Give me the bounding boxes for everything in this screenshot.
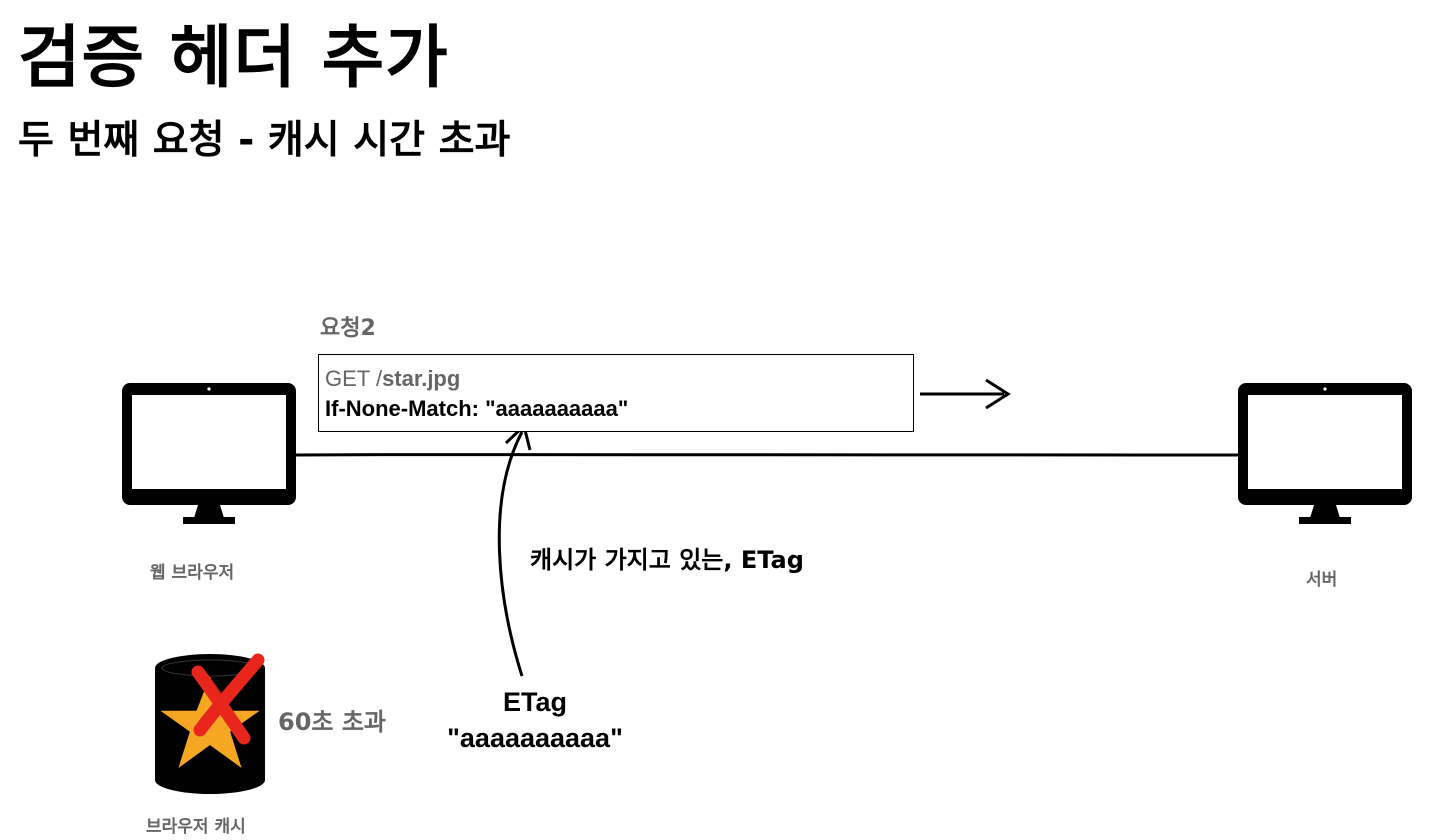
etag-block: ETag "aaaaaaaaaa" [420, 684, 650, 756]
server-label: 서버 [1306, 570, 1338, 590]
etag-name: ETag [502, 687, 567, 717]
etag-curve-arrow-icon [497, 423, 532, 677]
request-path: star.jpg [382, 366, 461, 391]
request-line: GET /star.jpg [325, 364, 913, 394]
request-method: GET / [325, 366, 383, 391]
cache-label: 브라우저 캐시 [146, 817, 246, 837]
request-label: 요청2 [320, 316, 376, 341]
expired-x-icon [191, 653, 265, 745]
page-subtitle: 두 번째 요청 - 캐시 시간 초과 [18, 118, 511, 163]
cache-expired-status: 60초 초과 [278, 708, 386, 736]
request-arrow-icon [920, 378, 1011, 410]
request-message-box: GET /star.jpg If-None-Match: "aaaaaaaaaa… [318, 354, 914, 432]
browser-label: 웹 브라우저 [150, 563, 235, 583]
etag-value: "aaaaaaaaaa" [447, 723, 623, 753]
server-monitor-icon [1238, 383, 1412, 524]
connection-line [295, 452, 1239, 458]
page-title: 검증 헤더 추가 [18, 19, 449, 98]
cache-etag-note: 캐시가 가지고 있는, ETag [530, 546, 804, 574]
request-header-line: If-None-Match: "aaaaaaaaaa" [325, 396, 629, 421]
browser-monitor-icon [122, 383, 296, 524]
